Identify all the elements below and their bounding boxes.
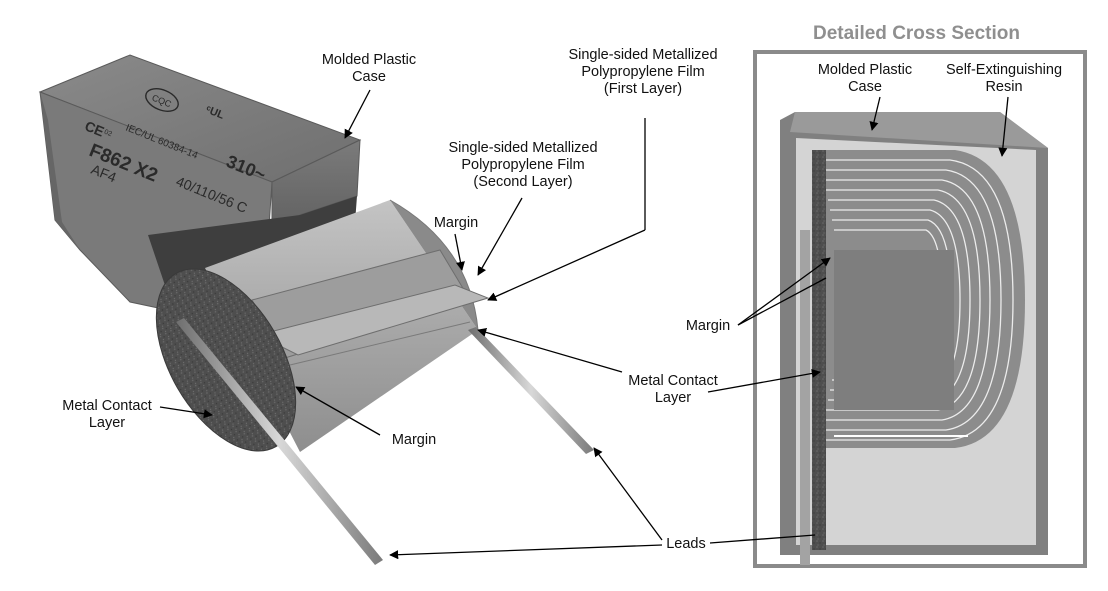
label-margin-bottom: Margin <box>391 432 437 448</box>
callout-arrows <box>159 89 1009 560</box>
label-leads: Leads <box>666 536 706 552</box>
film-roll <box>155 199 490 452</box>
label-margin-top: Margin <box>433 215 479 231</box>
metal-contact-layer-end <box>155 268 297 452</box>
label-margin-right: Margin <box>685 318 731 334</box>
cross-section-title: Detailed Cross Section <box>813 23 1020 44</box>
ce-mark-icon: CE <box>83 118 107 140</box>
leads <box>176 318 594 565</box>
svg-text:02: 02 <box>103 129 113 138</box>
cross-section-panel <box>753 50 1087 568</box>
metal-contact-strip <box>812 150 826 550</box>
cqc-logo-icon <box>145 88 179 112</box>
cross-section-lead <box>800 230 810 565</box>
